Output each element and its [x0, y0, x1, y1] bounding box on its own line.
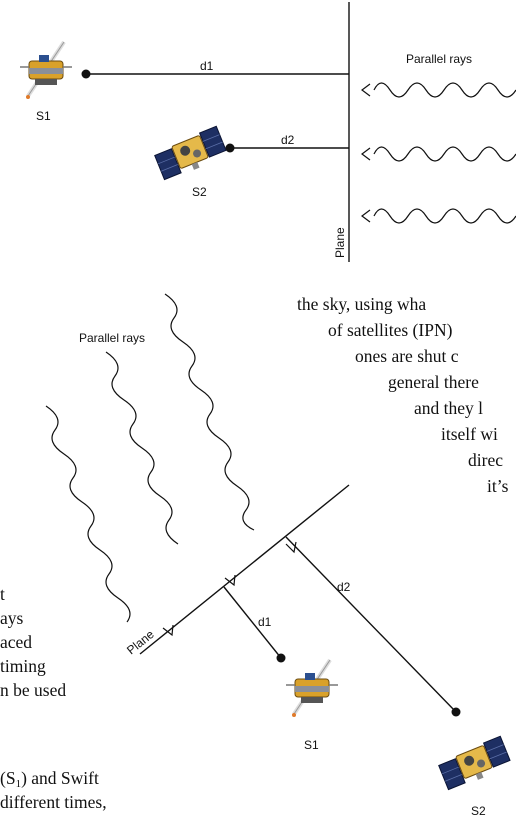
bottom-rays-label: Parallel rays	[79, 331, 145, 345]
top-ray-3	[361, 208, 516, 224]
right-text-line-5: and they l	[414, 398, 484, 418]
bottom-ray-3	[45, 405, 174, 637]
top-ray-1	[361, 82, 516, 98]
bottom-ray-2	[105, 351, 236, 587]
left-text-line-7: different times,	[0, 792, 107, 812]
top-satellite-s2-icon	[152, 125, 229, 182]
top-rays-label: Parallel rays	[406, 52, 472, 66]
right-text-line-2: of satellites (IPN)	[328, 320, 453, 340]
right-text-line-1: the sky, using wha	[297, 294, 427, 314]
left-text-suffix: ) and Swift	[21, 768, 99, 788]
bottom-d2-endpoint	[451, 707, 461, 717]
right-text-line-3: ones are shut c	[355, 346, 459, 366]
top-s2-label: S2	[192, 185, 207, 199]
left-text-line-5: n be used	[0, 680, 67, 700]
left-text-line-1: t	[0, 584, 5, 604]
left-text-subscript: 1	[15, 778, 22, 790]
bottom-ray-1	[164, 293, 297, 554]
top-diagram: Plane d1 d2 Parallel rays S1 S2	[18, 2, 516, 262]
bottom-s2-label: S2	[471, 804, 486, 818]
top-plane-label: Plane	[333, 227, 347, 258]
top-d1-label: d1	[200, 59, 214, 73]
right-text-line-7: direc	[468, 450, 503, 470]
right-text-line-8: it’s	[487, 476, 509, 496]
left-text-line-2: ays	[0, 608, 24, 628]
top-ray-2	[361, 146, 516, 162]
top-satellite-s1-icon	[18, 40, 74, 101]
left-text-line-3: aced	[0, 632, 33, 652]
top-d2-label: d2	[281, 133, 295, 147]
left-text-line-6: (S1) and Swift	[0, 768, 99, 794]
bottom-d1-label: d1	[258, 615, 272, 629]
bottom-satellite-s2-icon	[436, 735, 513, 792]
right-text-line-4: general there	[388, 372, 479, 392]
top-d1-endpoint	[81, 69, 91, 79]
bottom-d1-line	[223, 586, 282, 659]
top-s1-label: S1	[36, 109, 51, 123]
bottom-plane-line	[139, 484, 350, 655]
bottom-d2-line	[285, 536, 457, 713]
bottom-d2-label: d2	[337, 580, 351, 594]
top-d2-endpoint	[225, 143, 235, 153]
left-text-prefix: (S	[0, 768, 16, 788]
bottom-d1-endpoint	[276, 653, 286, 663]
left-text-line-4: timing	[0, 656, 46, 676]
bottom-s1-label: S1	[304, 738, 319, 752]
right-text-line-6: itself wi	[441, 424, 498, 444]
bottom-satellite-s1-icon	[284, 658, 340, 719]
